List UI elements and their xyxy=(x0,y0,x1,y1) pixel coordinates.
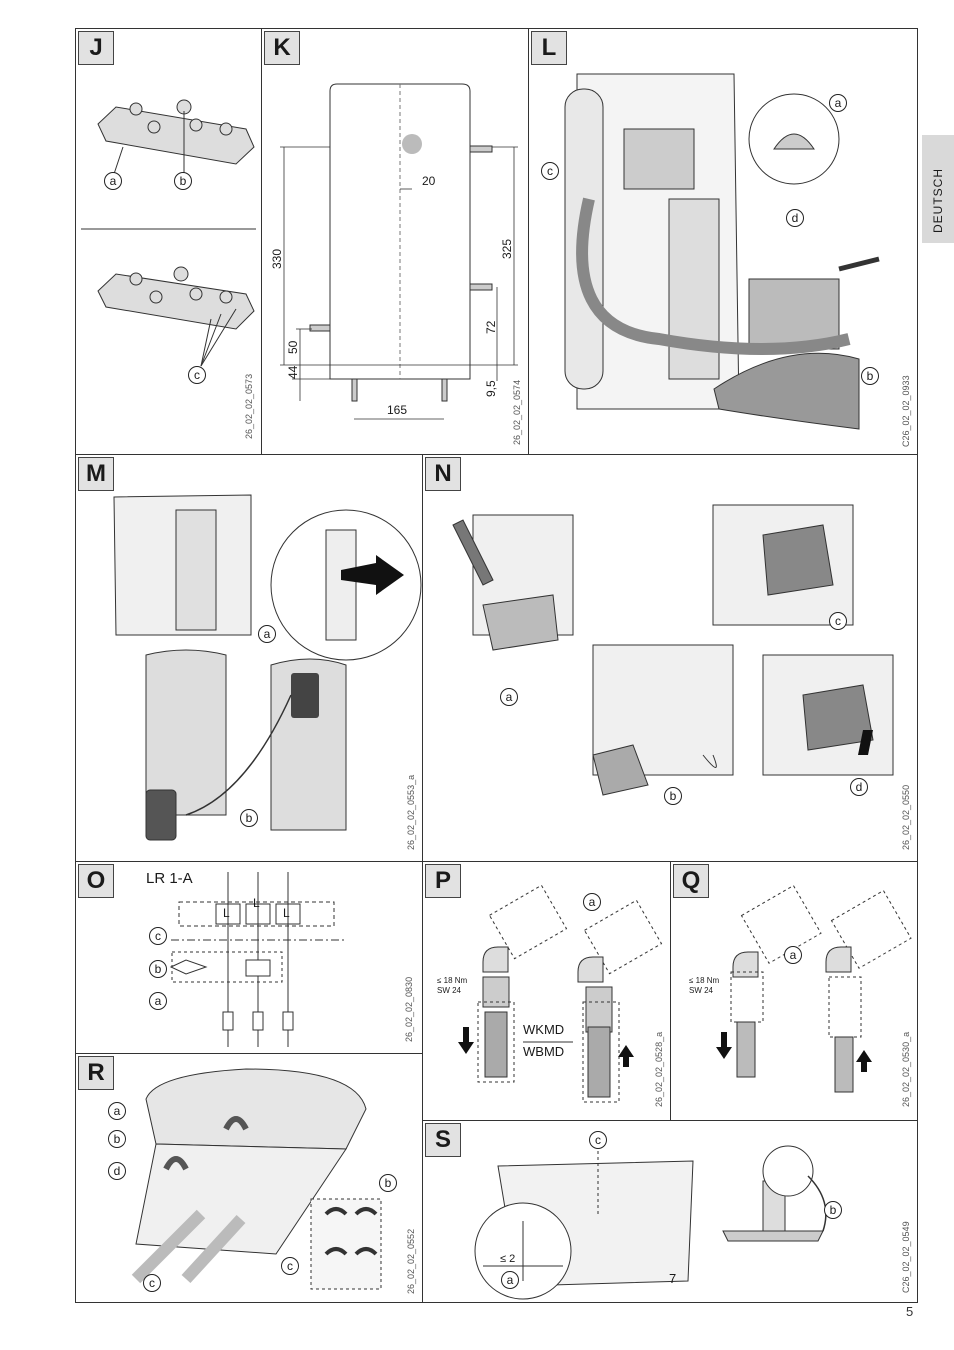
cell-label-2: L xyxy=(253,896,260,910)
wiring-schematic xyxy=(169,872,346,1047)
panel-letter: M xyxy=(78,457,114,491)
panel-letter: N xyxy=(425,457,461,491)
callout-d: d xyxy=(786,209,804,227)
panel-letter: L xyxy=(531,31,567,65)
dim-165: 165 xyxy=(387,403,408,417)
panel-p: P a ≤ 18 Nm SW 24 WKMD WBMD 26_02_02_052… xyxy=(422,861,671,1121)
callout-a: a xyxy=(784,946,802,964)
model-label-2: WBMD xyxy=(523,1044,565,1059)
panel-letter: P xyxy=(425,864,461,898)
figure-code: C26_02_02_0933 xyxy=(901,375,911,447)
part-number-7: 7 xyxy=(669,1271,677,1286)
panel-k: K 330 20 325 72 50 44 9,5 165 26_02_02_0… xyxy=(261,28,529,455)
panel-letter: Q xyxy=(673,864,709,898)
panel-letter: K xyxy=(264,31,300,65)
callout-b: b xyxy=(108,1130,126,1148)
callout-d: d xyxy=(850,778,868,796)
dim-9-5: 9,5 xyxy=(484,380,498,397)
callout-b: b xyxy=(149,960,167,978)
panel-letter: R xyxy=(78,1056,114,1090)
cell-label-3: L xyxy=(283,906,290,920)
callout-b: b xyxy=(240,809,258,827)
callout-a: a xyxy=(108,1102,126,1120)
figure-code: C26_02_02_0549 xyxy=(901,1221,911,1293)
figure-code: 26_02_02_0573 xyxy=(244,373,254,439)
callout-a: a xyxy=(829,94,847,112)
model-label-1: WKMD xyxy=(523,1022,565,1037)
mounting-plate-illustration xyxy=(81,99,256,367)
dim-325: 325 xyxy=(500,238,514,259)
wrench-size-label: SW 24 xyxy=(689,986,714,995)
panel-n: N a b c d 26_02_02_0550 xyxy=(422,454,918,862)
panel-o: O LR 1-A L L L a b c 26_02_02_0830 xyxy=(75,861,423,1054)
figure-code: 26_02_02_0830 xyxy=(404,976,414,1042)
display-module-illustration xyxy=(113,494,422,841)
callout-c: c xyxy=(829,612,847,630)
callout-d: d xyxy=(108,1162,126,1180)
panel-m: M a b 26_02_02_0553_a xyxy=(75,454,423,862)
panel-r: R a b c d b c 26_02_02_0552 xyxy=(75,1053,423,1303)
cable-entry-illustration xyxy=(452,504,894,796)
figure-code: 26_02_02_0553_a xyxy=(406,774,416,850)
callout-c: c xyxy=(188,366,206,384)
figure-code: 26_02_02_0550 xyxy=(901,784,911,850)
callout-a: a xyxy=(501,1271,519,1289)
cell-label-1: L xyxy=(223,906,230,920)
language-tab: DEUTSCH xyxy=(922,135,954,243)
panel-j: J a b c 26_02_02_0573 xyxy=(75,28,262,455)
callout-a: a xyxy=(149,992,167,1010)
bottom-cover-illustration xyxy=(474,1145,827,1300)
panel-q: Q a ≤ 18 Nm SW 24 26_02_02_0530_a xyxy=(670,861,918,1121)
gap-dimension: ≤ 2 xyxy=(500,1253,516,1265)
panel-s: S a b c ≤ 2 7 C26_02_02_0549 xyxy=(422,1120,918,1303)
page-number: 5 xyxy=(906,1304,914,1319)
callout-b: b xyxy=(824,1201,842,1219)
dim-330: 330 xyxy=(270,248,284,269)
dim-72: 72 xyxy=(484,320,498,334)
callout-b: b xyxy=(174,172,192,190)
water-connection-illustration xyxy=(458,884,663,1103)
panel-l: L a b c d C26_02_02_0933 xyxy=(528,28,918,455)
callout-c-detail: c xyxy=(281,1257,299,1275)
appliance-wiring-illustration xyxy=(564,73,880,430)
cover-and-pipe-illustration xyxy=(131,1068,382,1290)
callout-c: c xyxy=(149,927,167,945)
figure-code: 26_02_02_0530_a xyxy=(901,1031,911,1107)
panel-letter: S xyxy=(425,1123,461,1157)
callout-b-detail: b xyxy=(379,1174,397,1192)
callout-c: c xyxy=(589,1131,607,1149)
figure-code: 26_02_02_0574 xyxy=(512,379,522,445)
wrench-size-label: SW 24 xyxy=(437,986,462,995)
torque-label: ≤ 18 Nm xyxy=(437,976,468,985)
callout-a: a xyxy=(583,893,601,911)
callout-b: b xyxy=(664,787,682,805)
callout-c: c xyxy=(143,1274,161,1292)
torque-label: ≤ 18 Nm xyxy=(689,976,720,985)
figure-code: 26_02_02_0528_a xyxy=(654,1031,664,1107)
dim-44: 44 xyxy=(286,365,300,379)
callout-a: a xyxy=(258,625,276,643)
callout-c: c xyxy=(541,162,559,180)
figure-code: 26_02_02_0552 xyxy=(406,1228,416,1294)
schematic-title: LR 1-A xyxy=(146,870,193,887)
callout-a: a xyxy=(500,688,518,706)
dim-20: 20 xyxy=(422,174,436,188)
callout-b: b xyxy=(861,367,879,385)
dimension-drawing xyxy=(280,83,518,420)
dim-50: 50 xyxy=(286,340,300,354)
panel-letter: O xyxy=(78,864,114,898)
callout-a: a xyxy=(104,172,122,190)
panel-letter: J xyxy=(78,31,114,65)
